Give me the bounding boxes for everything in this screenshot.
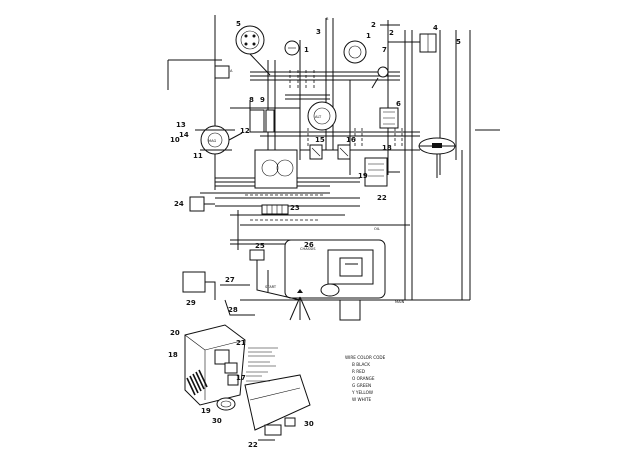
connector-23: 23 (261, 204, 300, 215)
legend-line-4: G GREEN (352, 383, 371, 388)
legend-line-1: B BLACK (352, 362, 370, 367)
callout-20: 20 (170, 329, 180, 337)
alternator: ALT (307, 101, 337, 131)
starter-relay-block: 15 16 (254, 136, 356, 189)
callout-26: 26 (304, 241, 314, 249)
callout-1: 1 (366, 32, 371, 40)
starter-label: START (265, 285, 277, 289)
left-switch-24: 24 (174, 196, 215, 212)
callout-13: 13 (176, 121, 186, 129)
callout-5: 5 (236, 20, 241, 28)
oil-label: OIL (374, 227, 380, 231)
svg-text:B: B (326, 17, 329, 21)
callout-10: 10 (170, 136, 180, 144)
callout-17: 17 (236, 374, 246, 382)
callout-24: 24 (174, 200, 184, 208)
ground-box-29: 29 (182, 271, 216, 307)
callout-5-right: 5 (456, 38, 461, 46)
legend-line-5: Y YELLOW (351, 390, 373, 395)
magneto: MAG 13 14 10 11 12 (170, 121, 250, 160)
callout-23: 23 (290, 204, 300, 212)
callout-2: 2 (371, 21, 376, 29)
callout-22: 22 (377, 194, 387, 202)
battery-block: 18 19 22 (358, 144, 400, 202)
callout-27: 27 (225, 276, 235, 284)
main-label: MAIN (395, 300, 405, 304)
ignition-switch: 5 (235, 20, 271, 76)
callout-16: 16 (346, 136, 356, 144)
callout-2-b: 2 (389, 29, 394, 37)
regulator: 6 (379, 100, 401, 129)
svg-text:A: A (230, 69, 233, 73)
callout-14: 14 (179, 131, 189, 139)
callout-25: 25 (255, 242, 265, 250)
lead-27-28: 27 28 (220, 276, 255, 316)
callout-1-top: 1 (304, 46, 309, 54)
solenoid-left: 8 9 (249, 96, 275, 133)
callout-18-detail: 18 (168, 351, 178, 359)
callout-19-detail: 19 (201, 407, 211, 415)
callout-21: 21 (236, 339, 246, 347)
gauge-small: 1 3 B (284, 17, 329, 56)
legend-line-0: WIRE COLOR CODE (345, 355, 386, 360)
right-gauge (418, 137, 456, 178)
legend-line-6: W WHITE (352, 397, 372, 402)
callout-30-b: 30 (304, 420, 314, 428)
chassis-label: CHASSIS (300, 247, 316, 251)
callout-7: 7 (382, 46, 387, 54)
starter-motor: START (249, 249, 340, 321)
callout-28: 28 (228, 306, 238, 314)
magneto-label: MAG (208, 139, 216, 143)
oil-gauge: 1 7 (343, 32, 389, 89)
callout-6: 6 (396, 100, 401, 108)
fuse: A (167, 59, 233, 90)
callout-18: 18 (382, 144, 392, 152)
bracket-right: MAIN OIL (339, 227, 405, 321)
legend-line-3: O ORANGE (352, 376, 375, 381)
callout-12: 12 (240, 127, 250, 135)
wire-color-legend: WIRE COLOR CODE B BLACK R RED O ORANGE G… (345, 355, 386, 402)
legend-line-2: R RED (352, 369, 365, 374)
chassis-panel: CHASSIS 25 26 (255, 239, 386, 299)
callout-4: 4 (433, 24, 438, 32)
callout-22-detail: 22 (248, 441, 258, 449)
callout-3: 3 (316, 28, 321, 36)
callout-9: 9 (260, 96, 265, 104)
callout-19: 19 (358, 172, 368, 180)
callout-15: 15 (315, 136, 325, 144)
detail-assembly: 20 18 21 17 19 30 30 22 (168, 324, 314, 449)
alternator-label: ALT (315, 115, 322, 119)
top-right-relay: 2 4 5 2 (371, 21, 461, 53)
callout-30: 30 (212, 417, 222, 425)
callout-29: 29 (186, 299, 196, 307)
callout-8: 8 (249, 96, 254, 104)
callout-11: 11 (193, 152, 203, 160)
